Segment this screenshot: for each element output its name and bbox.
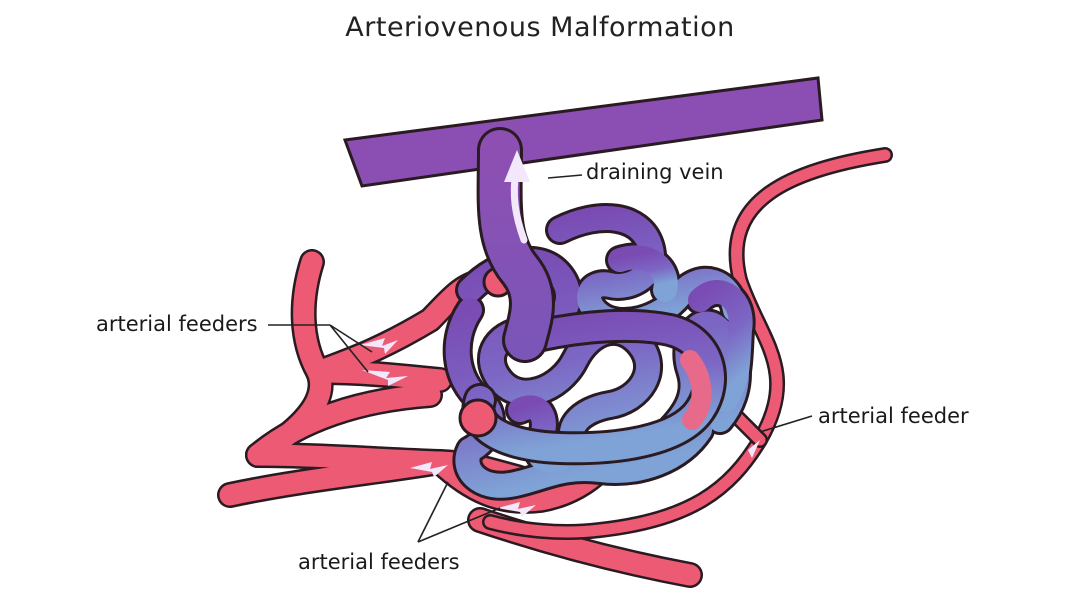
label-arterial-feeder-right: arterial feeder	[818, 404, 969, 428]
large-vein	[342, 76, 824, 188]
label-draining-vein: draining vein	[586, 160, 724, 184]
flow-arrows	[360, 338, 760, 517]
label-arterial-feeders-bottom: arterial feeders	[298, 550, 460, 574]
diagram-title: Arteriovenous Malformation	[345, 12, 735, 43]
label-arterial-feeders-left: arterial feeders	[96, 312, 258, 336]
leader-lines	[268, 174, 813, 543]
draining-vein-vessel	[476, 127, 555, 363]
